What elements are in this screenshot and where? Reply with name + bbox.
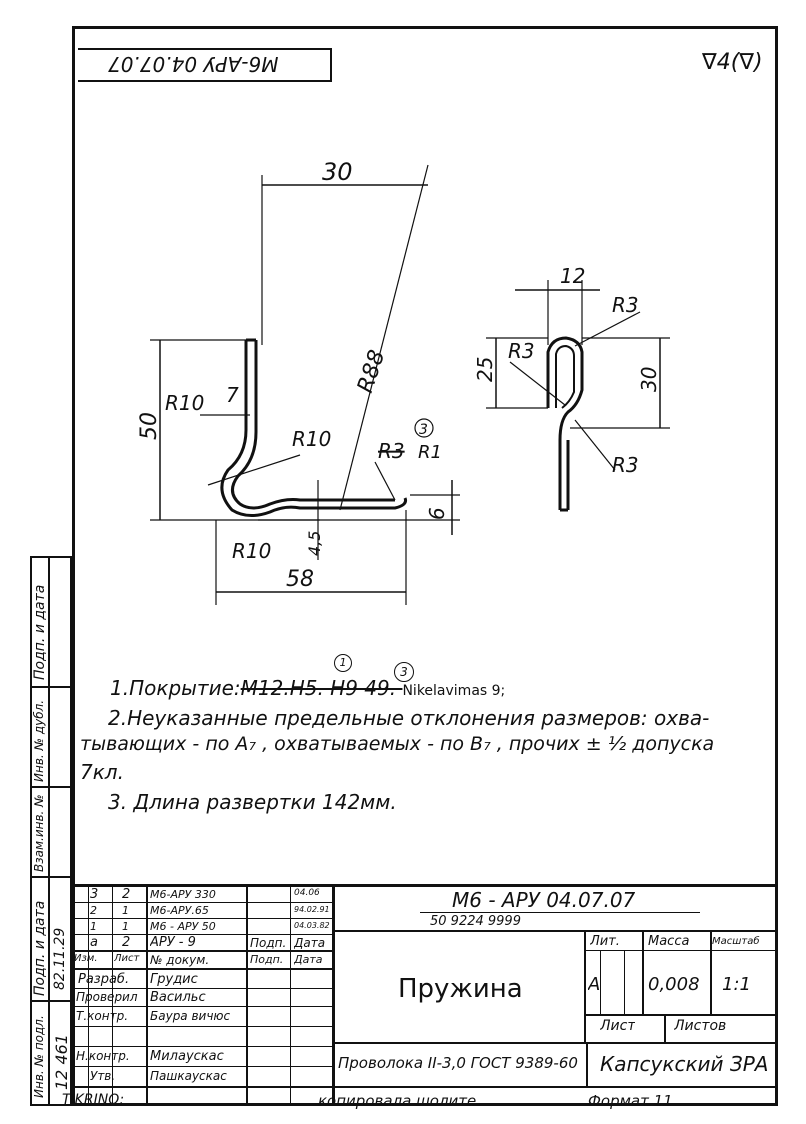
sheets-label: Листов (674, 1018, 727, 1034)
role-5-name: Милаускас (150, 1049, 224, 1064)
label-4-5: 4,5 (305, 531, 324, 556)
note-1-circle-b: 3 (394, 662, 414, 682)
lit-header: Лит. (590, 934, 620, 949)
spring-left-inner (231, 340, 395, 510)
change-row-2-c1: 2 (90, 904, 97, 917)
technical-drawing: 30 R88 50 R10 7 R10 R3 R1 3 R10 4,5 6 58… (137, 158, 670, 605)
note-1-end: Nikelavimas 9; (402, 683, 506, 699)
change-header-date: Дата (294, 953, 323, 966)
label-R10-b: R10 (292, 427, 331, 451)
label-R1: R1 (418, 442, 442, 463)
side-label-4: Подп. и дата (32, 900, 48, 996)
change-header-sign: Подп. (250, 953, 284, 966)
change-header-c2: Лист (114, 953, 140, 964)
label-50: 50 (137, 412, 162, 440)
label-circle-3: 3 (419, 422, 428, 438)
change-row-2-c2: 1 (122, 904, 129, 917)
label-R3-top: R3 (612, 293, 639, 317)
label-12: 12 (560, 264, 585, 288)
change-row-1-doc: М6-АРУ 330 (150, 888, 216, 901)
change-row-2-date: 94.02.91 (294, 905, 330, 914)
change-row-1-c1: 3 (90, 887, 99, 902)
footer-left-sig: TIKRINO: (62, 1092, 125, 1108)
side-inv-number: 12 461 (52, 1034, 71, 1090)
label-58: 58 (286, 567, 314, 592)
role-3-name: Баура вичюс (150, 1009, 231, 1023)
label-R3-mid: R3 (508, 339, 535, 363)
note-2-line-2: тывающих - по А₇ , охватываемых - по В₇ … (80, 733, 715, 755)
role-1: Разраб. (78, 972, 130, 987)
change-header-c1: Изм. (74, 953, 98, 964)
note-1: 1.Покрытие:М12.Н5. Н9 49. Nikelavimas 9; (110, 676, 506, 700)
role-5: Н.контр. (76, 1049, 130, 1063)
mass-header: Масса (648, 934, 690, 949)
label-25: 25 (473, 357, 497, 382)
spring-right-inner (555, 344, 575, 409)
role-6-name: Пашкаускас (150, 1069, 227, 1083)
scale-value: 1:1 (722, 974, 751, 995)
change-row-1-date: 04.06 (294, 888, 320, 898)
change-row-3-c1: 1 (90, 920, 97, 933)
side-label-3: Взам.инв. № (32, 794, 46, 872)
label-R10-a: R10 (165, 391, 204, 415)
side-label-5: Инв. № подл. (32, 1015, 46, 1098)
material: Проволока II-3,0 ГОСТ 9389-60 (338, 1054, 578, 1072)
change-row-1-c2: 2 (122, 887, 131, 902)
scale-header: Масштаб (712, 936, 760, 947)
change-row-2-doc: М6-АРУ.65 (150, 904, 209, 917)
note-1-circle-a: 1 (334, 654, 352, 672)
label-R88: R88 (353, 347, 390, 396)
side-column (30, 556, 72, 1106)
label-R3-low: R3 (612, 453, 639, 477)
change-row-4-c1: а (90, 935, 98, 950)
role-1-name: Грудис (150, 972, 198, 987)
change-row-4-date: Дата (294, 936, 326, 950)
label-6: 6 (425, 507, 449, 520)
lit-value: А (588, 974, 601, 995)
note-2-line-1: 2.Неуказанные предельные отклонения разм… (108, 706, 710, 730)
role-3: Т.контр. (76, 1009, 129, 1023)
doc-number: М6 - АРУ 04.07.07 (452, 888, 636, 912)
change-row-4-sign: Подп. (250, 936, 287, 950)
footer-format: Формат 11 (588, 1092, 673, 1110)
organization: Капсукский ЗРА (600, 1052, 769, 1076)
sub-number: 50 9224 9999 (430, 914, 521, 929)
drawing-frame (72, 26, 778, 1106)
roughness-mark: ∇4(∇) (702, 50, 763, 75)
role-2: Проверил (76, 990, 138, 1004)
change-row-4-doc: АРУ - 9 (150, 935, 196, 950)
note-3: 3. Длина развертки 142мм. (108, 790, 397, 814)
role-6: Утв. (90, 1069, 116, 1083)
sheet-label: Лист (600, 1018, 636, 1034)
label-R3: R3 (378, 439, 405, 463)
label-30: 30 (322, 158, 353, 186)
part-name: Пружина (398, 974, 523, 1004)
label-30-right: 30 (637, 367, 661, 392)
change-header-doc: № докум. (150, 953, 210, 967)
change-row-4-c2: 2 (122, 935, 131, 950)
change-row-3-doc: М6 - АРУ 50 (150, 920, 216, 933)
top-stamp-box: M6-АРУ 04.07.07 (78, 48, 332, 82)
footer-copied: копировала шолите (318, 1092, 477, 1110)
note-1-strike: М12.Н5. Н9 49. (240, 676, 403, 700)
change-row-3-c2: 1 (122, 920, 129, 933)
side-label-2: Инв. № дубл. (32, 699, 46, 782)
spring-right-outline (546, 336, 584, 510)
mass-value: 0,008 (648, 974, 700, 995)
label-R10-c: R10 (232, 539, 271, 563)
side-label-1: Подп. и дата (32, 584, 48, 680)
dim-line-R88 (339, 164, 429, 511)
note-2-line-3: 7кл. (80, 760, 124, 784)
title-block (72, 884, 778, 1106)
change-row-3-date: 04.03.82 (294, 921, 330, 930)
side-date-sig: 82.11.29 (52, 927, 68, 990)
spring-left-outline (220, 340, 407, 517)
role-2-name: Васильс (150, 990, 206, 1005)
label-7: 7 (226, 383, 239, 407)
